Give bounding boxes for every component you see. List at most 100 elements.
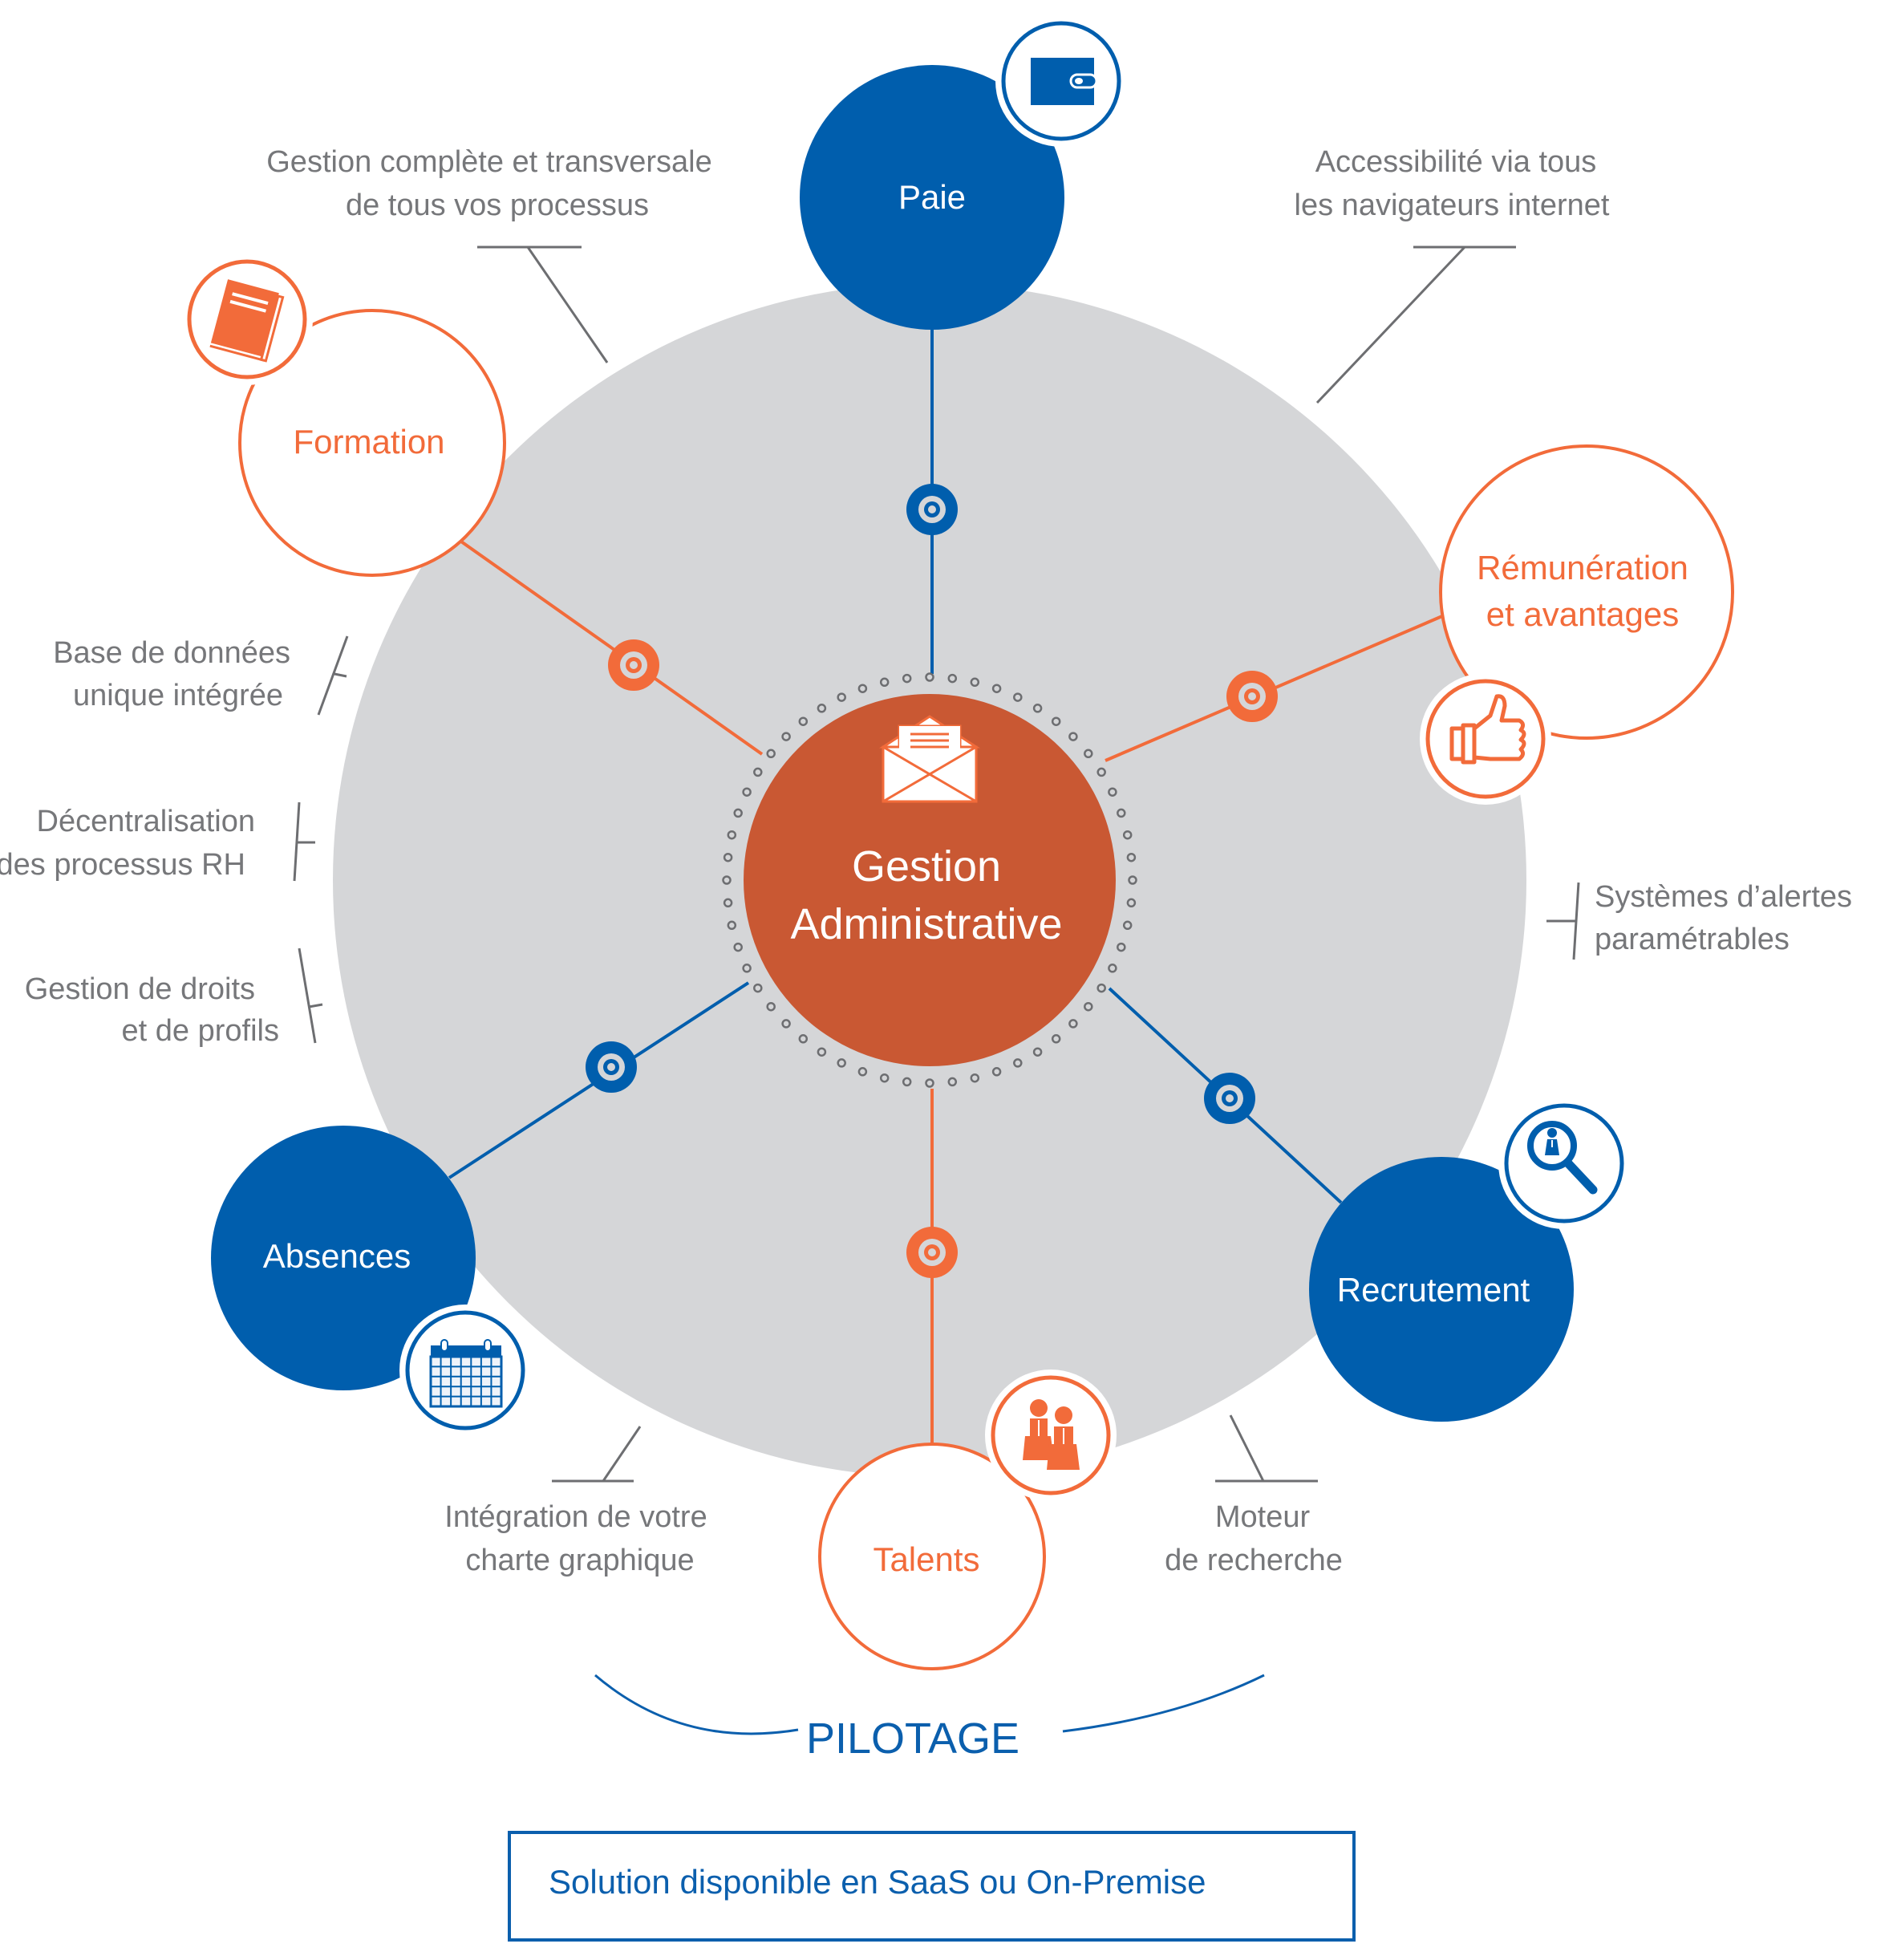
ring-dot — [1013, 1058, 1023, 1068]
feature-accessibilite: Accessibilité via tous les navigateurs i… — [1295, 145, 1610, 404]
feature-decentralisation-line1: Décentralisation — [37, 805, 255, 838]
module-absences[interactable]: Absences — [211, 1126, 531, 1436]
ring-dot — [925, 672, 934, 682]
feature-accessibilite-line1: Accessibilité via tous — [1315, 145, 1597, 179]
ring-dot — [727, 920, 737, 931]
ring-dot — [781, 732, 791, 741]
ring-dot — [1051, 1034, 1061, 1044]
feature-gestion-complete-line2: de tous vos processus — [346, 189, 649, 222]
people-icon — [1023, 1399, 1080, 1470]
feature-gestion-complete-line1: Gestion complète et transversale — [266, 145, 712, 179]
ring-dot — [879, 677, 890, 688]
feature-integration-charte: Intégration de votre charte graphique — [444, 1426, 707, 1577]
feature-decentralisation-line2: des processus RH — [0, 848, 245, 882]
feature-base-donnees-line1: Base de données — [53, 636, 290, 670]
book-icon — [209, 279, 285, 363]
target-dot-recrutement — [1204, 1073, 1255, 1124]
ring-dot — [879, 1073, 890, 1083]
module-remuneration-label-line1: Rémunération — [1477, 549, 1688, 586]
ring-dot — [1013, 692, 1023, 702]
pilotage-section: PILOTAGE — [594, 1674, 1265, 1763]
connector-formation — [460, 540, 764, 756]
feature-base-donnees-line2: unique intégrée — [73, 679, 283, 712]
feature-decentralisation: Décentralisation des processus RH — [0, 801, 315, 882]
module-remuneration[interactable]: Rémunération et avantages — [1420, 444, 1734, 805]
ring-dot — [857, 684, 868, 693]
ring-dot — [1032, 1047, 1043, 1057]
ring-dot — [1128, 875, 1137, 885]
ring-dot — [722, 875, 732, 885]
ring-dot — [837, 692, 846, 702]
pilotage-label: PILOTAGE — [806, 1714, 1019, 1763]
ring-dot — [1108, 787, 1117, 797]
ring-dot — [753, 767, 763, 777]
magnifier-person-icon — [1527, 1121, 1598, 1195]
feature-base-donnees: Base de données unique intégrée — [53, 635, 349, 716]
ring-dot — [1117, 808, 1126, 818]
feature-integration-charte-line1: Intégration de votre — [444, 1500, 707, 1534]
feature-alertes: Systèmes d’alertes paramétrables — [1546, 880, 1852, 960]
ring-dot — [1068, 732, 1078, 741]
ring-dot — [1096, 767, 1106, 777]
ring-dot — [1122, 920, 1133, 931]
ring-dot — [857, 1067, 868, 1077]
module-recrutement[interactable]: Recrutement — [1309, 1098, 1630, 1422]
target-dot-remuneration — [1226, 671, 1278, 722]
ring-dot — [991, 1067, 1002, 1077]
ring-dot — [1126, 898, 1137, 908]
feature-alertes-line2: paramétrables — [1595, 923, 1790, 956]
dotted-ring — [722, 672, 1137, 1088]
feature-accessibilite-line2: les navigateurs internet — [1295, 189, 1610, 222]
target-dots — [586, 484, 1278, 1278]
ring-dot — [947, 673, 958, 684]
pilotage-arc-left — [594, 1674, 799, 1735]
connector-remuneration — [1105, 612, 1449, 762]
ring-dot — [733, 808, 743, 818]
ring-dot — [1032, 704, 1043, 713]
availability-text: Solution disponible en SaaS ou On-Premis… — [549, 1863, 1206, 1901]
module-remuneration-label-line2: et avantages — [1486, 595, 1680, 633]
module-recrutement-label: Recrutement — [1337, 1271, 1530, 1309]
availability-box: Solution disponible en SaaS ou On-Premis… — [508, 1831, 1356, 1942]
ring-dot — [970, 677, 980, 688]
ring-dot — [902, 673, 912, 684]
wallet-icon — [1031, 58, 1098, 105]
calendar-icon — [429, 1339, 503, 1408]
pilotage-arc-right — [1062, 1674, 1265, 1733]
ring-dot — [753, 983, 763, 993]
center-node-gestion-administrative[interactable]: Gestion Administrative — [744, 694, 1116, 1066]
feature-integration-charte-line2: charte graphique — [465, 1544, 694, 1577]
module-talents[interactable]: Talents — [818, 1370, 1117, 1670]
ring-dot — [1068, 1019, 1078, 1029]
ring-dot — [817, 704, 827, 713]
ring-dot — [723, 852, 733, 862]
module-paie[interactable]: Paie — [800, 15, 1127, 330]
target-dot-paie — [906, 484, 958, 535]
ring-dot — [798, 1034, 809, 1044]
feature-gestion-droits: Gestion de droits et de profils — [25, 948, 323, 1048]
ring-dot — [766, 1001, 776, 1012]
open-envelope-icon — [878, 715, 981, 803]
ring-dot — [727, 830, 737, 840]
ring-dot — [837, 1058, 846, 1068]
ring-dot — [723, 898, 733, 908]
module-paie-label: Paie — [898, 178, 966, 216]
module-formation[interactable]: Formation — [181, 254, 506, 577]
ring-dot — [798, 716, 809, 726]
feature-gestion-droits-line2: et de profils — [122, 1014, 279, 1048]
ring-dot — [1108, 964, 1117, 973]
ring-dot — [766, 749, 776, 759]
target-dot-absences — [586, 1041, 637, 1093]
ring-dot — [947, 1077, 958, 1087]
ring-dot — [1051, 716, 1061, 726]
ring-dot — [1096, 983, 1106, 993]
ring-dot — [902, 1077, 912, 1087]
ring-dot — [733, 942, 743, 952]
thumbs-up-icon — [1449, 694, 1526, 765]
ring-dot — [1084, 1001, 1093, 1012]
ring-dot — [970, 1073, 980, 1083]
ring-dot — [1122, 830, 1133, 840]
target-dot-formation — [608, 639, 659, 691]
feature-moteur-recherche-line1: Moteur — [1215, 1500, 1311, 1534]
